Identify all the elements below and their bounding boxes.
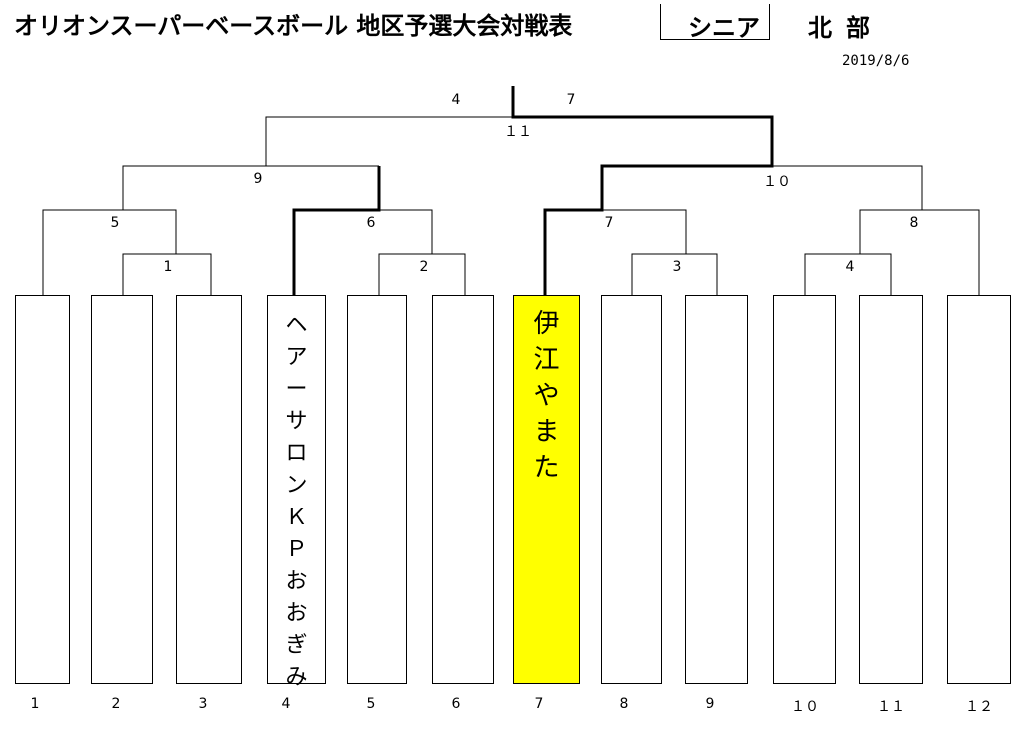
match-number-10: １０	[763, 174, 791, 190]
team-box-4: ヘアーサロンＫＰおおぎみ	[267, 295, 326, 690]
date-label: 2019/8/6	[842, 53, 910, 69]
win-path-slot4	[292, 166, 381, 295]
match-8-line	[859, 209, 980, 295]
team-name-7: 伊江やまた	[533, 309, 560, 483]
slot-number-7: 7	[534, 696, 544, 712]
match-1-line	[122, 253, 212, 295]
slot-number-10: １０	[791, 699, 819, 715]
team-name-4: ヘアーサロンＫＰおおぎみ	[285, 313, 308, 690]
slot-number-11: １１	[877, 699, 905, 715]
slot-number-1: 1	[30, 696, 40, 712]
slot-number-9: 9	[705, 696, 715, 712]
team-box-7: 伊江やまた	[513, 295, 580, 684]
team-box-5	[347, 295, 407, 684]
match-9-line-left	[122, 165, 379, 210]
division-box	[660, 4, 770, 40]
match-10-line-right	[772, 165, 923, 210]
slot-number-3: 3	[198, 696, 208, 712]
match-number-6: 6	[366, 215, 376, 231]
match-number-7: 7	[604, 215, 614, 231]
match-number-8: 8	[909, 215, 919, 231]
team-box-2	[91, 295, 153, 684]
team-box-12	[947, 295, 1011, 684]
match-number-1: 1	[163, 259, 173, 275]
page-title: オリオンスーパーベースボール 地区予選大会対戦表	[14, 12, 573, 40]
slot-number-12: １２	[965, 699, 993, 715]
match-number-4: 4	[845, 259, 855, 275]
team-box-1	[15, 295, 70, 684]
final-score-right: 7	[566, 92, 576, 108]
match-7-line-right	[602, 209, 687, 254]
team-box-9	[685, 295, 748, 684]
slot-number-8: 8	[619, 696, 629, 712]
win-path-slot7	[511, 86, 774, 295]
division-label: シニア	[688, 14, 760, 42]
team-box-10	[773, 295, 836, 684]
slot-number-6: 6	[451, 696, 461, 712]
region-label: 北部	[808, 14, 884, 42]
final-score-left: 4	[451, 92, 461, 108]
match-4-line	[804, 253, 892, 295]
match-11-line-left	[265, 116, 513, 166]
match-number-2: 2	[419, 259, 429, 275]
team-box-8	[601, 295, 662, 684]
match-6-line-right	[379, 209, 433, 254]
match-number-9: 9	[253, 171, 263, 187]
match-5-line	[42, 209, 177, 295]
slot-number-2: 2	[111, 696, 121, 712]
team-box-6	[432, 295, 494, 684]
match-2-line	[378, 253, 466, 295]
match-3-line	[631, 253, 718, 295]
slot-number-4: 4	[281, 696, 291, 712]
match-number-11: １１	[504, 124, 532, 140]
team-box-3	[176, 295, 242, 684]
match-number-3: 3	[672, 259, 682, 275]
match-number-5: 5	[110, 215, 120, 231]
slot-number-5: 5	[366, 696, 376, 712]
team-box-11	[859, 295, 923, 684]
